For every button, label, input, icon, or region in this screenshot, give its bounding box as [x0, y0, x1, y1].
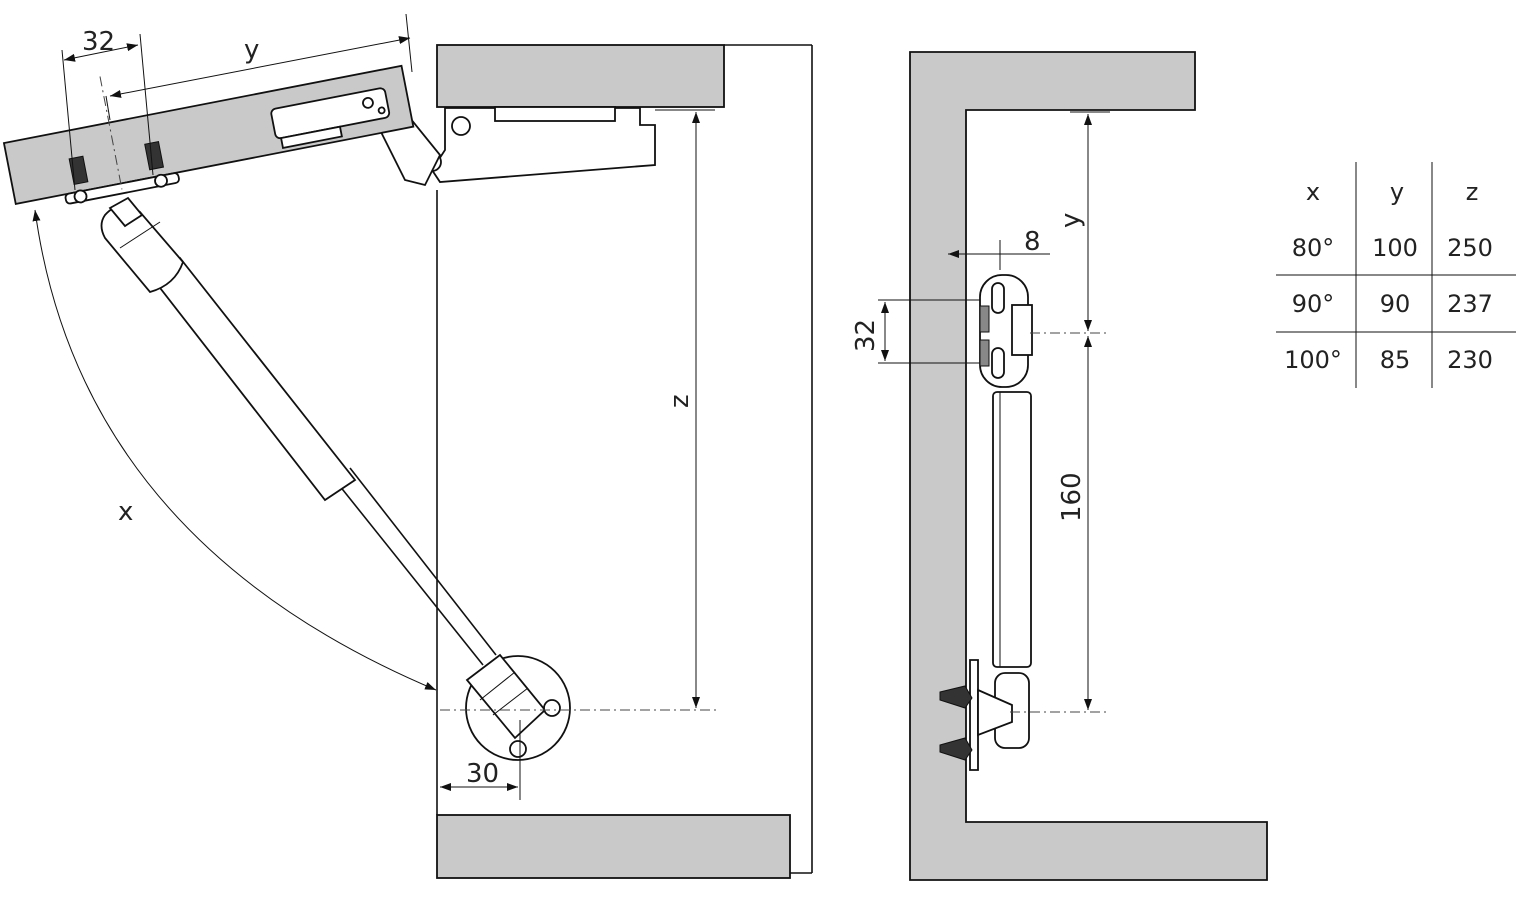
dim-y-top: y	[105, 13, 413, 121]
table-header-x: x	[1306, 178, 1320, 206]
cabinet-outline	[436, 44, 813, 874]
strut-body-right	[992, 391, 1032, 668]
svg-text:32: 32	[851, 319, 881, 352]
table-cell: 100°	[1284, 346, 1342, 374]
svg-text:x: x	[118, 497, 133, 527]
upper-mount	[979, 274, 1033, 388]
table-cell: 100	[1372, 234, 1418, 262]
dim-8: 8	[948, 227, 1050, 270]
dimension-table: x y z 80° 100 250 90° 90 237 100° 85 230	[1276, 162, 1516, 388]
table-header-y: y	[1390, 178, 1404, 206]
dim-32-left: 32	[61, 27, 154, 191]
cabinet-c-profile	[909, 51, 1268, 881]
svg-text:8: 8	[1024, 227, 1041, 257]
lower-mount	[939, 659, 1030, 771]
svg-text:32: 32	[82, 27, 115, 57]
table-cell: 90°	[1292, 290, 1335, 318]
table-cell: 90	[1380, 290, 1411, 318]
table-cell: 85	[1380, 346, 1411, 374]
left-view: 32 y z x 30	[2, 13, 813, 879]
bottom-panel	[436, 814, 791, 879]
svg-text:y: y	[1056, 213, 1086, 228]
table-cell: 250	[1447, 234, 1493, 262]
dim-x-arc: x	[32, 209, 437, 691]
gas-strut	[100, 196, 571, 761]
svg-text:y: y	[244, 35, 259, 65]
svg-text:160: 160	[1057, 472, 1087, 522]
hinge	[378, 106, 656, 187]
top-panel	[436, 44, 725, 108]
svg-text:z: z	[665, 394, 695, 408]
table-cell: 230	[1447, 346, 1493, 374]
svg-text:30: 30	[466, 759, 499, 789]
dim-32-right: 32	[851, 299, 980, 364]
table-header-z: z	[1466, 178, 1479, 206]
table-cell: 80°	[1292, 234, 1335, 262]
dim-160: 160	[1010, 336, 1110, 713]
table-cell: 237	[1447, 290, 1493, 318]
right-view: 8 y 32 160	[851, 51, 1268, 881]
dim-z: z	[440, 109, 720, 711]
dim-y-right: y	[1030, 111, 1110, 334]
dim-30: 30	[440, 720, 521, 800]
flap-door	[2, 64, 415, 205]
